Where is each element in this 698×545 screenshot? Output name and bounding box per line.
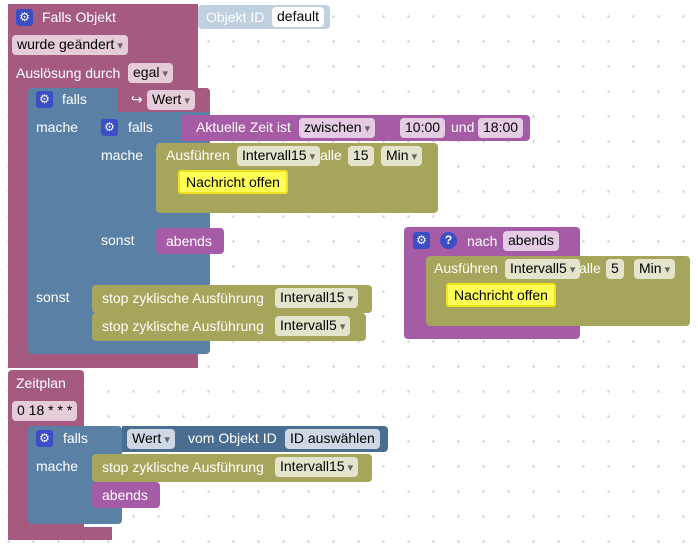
cron-field[interactable]: 0 18 * * * [12,401,78,421]
changed-dropdown[interactable]: wurde geändert [12,35,128,55]
stop3-label: stop zyklische Ausführung [102,459,264,475]
exec2-amount-field[interactable]: 5 [606,259,624,279]
value-dropdown[interactable]: Wert [127,429,175,449]
stop1-label: stop zyklische Ausführung [102,290,264,306]
help-icon[interactable]: ? [440,232,457,249]
stop2-label: stop zyklische Ausführung [102,318,264,334]
abends-call-1[interactable] [156,228,224,254]
time-to-field[interactable]: 18:00 [478,118,524,138]
trigger-by-label: Auslösung durch [16,65,121,81]
trigger-by-dropdown[interactable]: egal [128,63,174,83]
exec2-interval-dropdown[interactable]: Intervall5 [505,259,581,279]
trigger-bottom-bar [8,355,198,368]
gear-icon[interactable]: ⚙ [101,119,118,136]
time-label: Aktuelle Zeit ist [196,119,291,135]
if2-sonst-label: sonst [101,232,135,248]
exec1-interval-dropdown[interactable]: Intervall15 [237,146,321,166]
exec2-alle-label: alle [579,260,601,276]
exec2-label: Ausführen [434,260,498,276]
return-arrow-icon: ↪ [131,91,143,107]
exec2-unit-dropdown[interactable]: Min [634,259,676,279]
if2-mache-label: mache [101,147,144,163]
schedule-bottom-bar [8,527,112,540]
if1-mache-label: mache [36,119,79,135]
exec1-label: Ausführen [166,147,230,163]
gear-icon[interactable]: ⚙ [36,91,53,108]
message-block-1[interactable]: Nachricht offen [178,170,288,194]
exec1-alle-label: alle [320,147,342,163]
message-block-2[interactable]: Nachricht offen [446,283,556,307]
trigger-header-extension [8,4,198,34]
abends-call-2[interactable] [92,482,160,508]
exec1-unit-dropdown[interactable]: Min [381,146,423,166]
gear-icon[interactable]: ⚙ [413,232,430,249]
object-id-label: Objekt ID [206,9,265,25]
exec1-amount-field[interactable]: 15 [348,146,374,166]
trigger-title: Falls Objekt [42,9,116,25]
if3-falls-label: falls [63,430,88,446]
function-name-field[interactable]: abends [503,231,559,251]
if1-sonst-label: sonst [36,289,70,305]
id-select-field[interactable]: ID auswählen [285,429,380,449]
abends-call-2-label: abends [102,487,148,503]
stop3-dropdown[interactable]: Intervall15 [275,457,359,477]
time-from-field[interactable]: 10:00 [400,118,446,138]
gear-icon[interactable]: ⚙ [16,9,33,26]
time-op-dropdown[interactable]: zwischen [299,118,376,138]
if3-mache-label: mache [36,458,79,474]
vom-objekt-label: vom Objekt ID [188,430,277,446]
abends-call-1-label: abends [166,233,212,249]
stop2-dropdown[interactable]: Intervall5 [275,316,351,336]
wert-dropdown[interactable]: Wert [147,90,195,110]
if2-falls-label: falls [128,119,153,135]
gear-icon[interactable]: ⚙ [36,430,53,447]
if1-falls-label: falls [62,91,87,107]
function-nach-label: nach [467,233,498,249]
und-label: und [451,119,475,135]
stop1-dropdown[interactable]: Intervall15 [275,288,359,308]
schedule-title: Zeitplan [16,375,66,391]
object-id-field[interactable]: default [272,7,325,27]
